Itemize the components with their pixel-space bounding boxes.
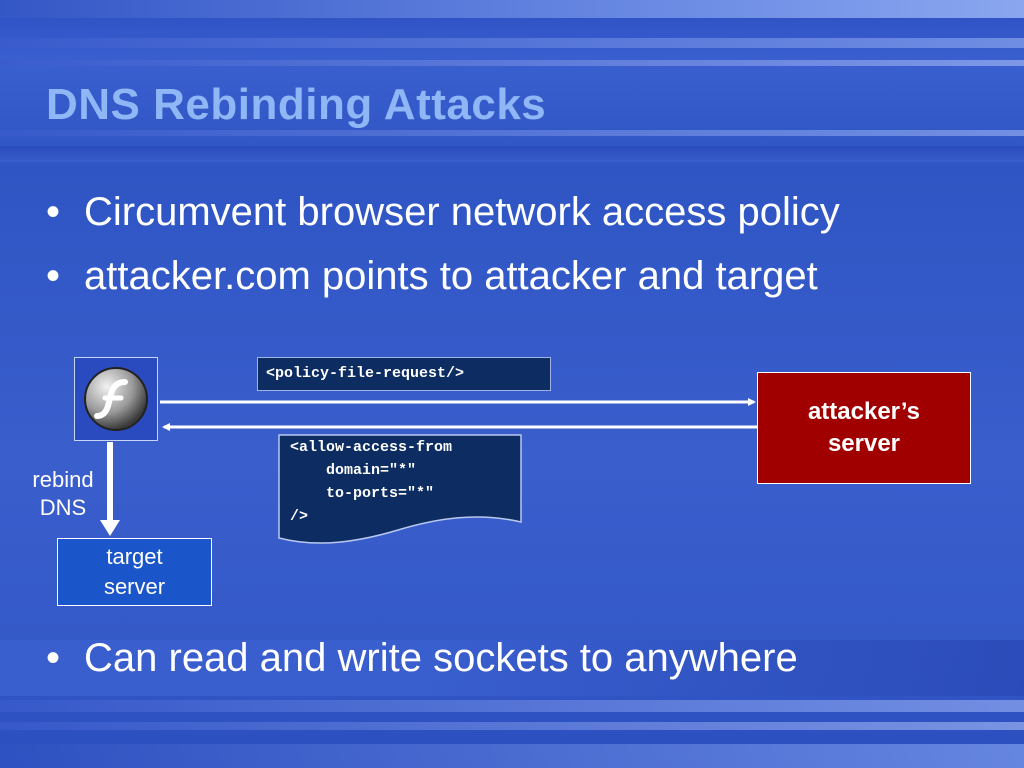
policy-response-document [278,434,522,544]
bullet-text: Can read and write sockets to anywhere [84,636,798,680]
policy-response-text: <allow-access-from domain="*" to-ports="… [290,436,452,528]
decor-band [0,722,1024,730]
code-line: domain="*" [290,462,417,479]
decor-band [0,0,1024,18]
bullet-text: Circumvent browser network access policy [84,190,840,234]
target-server-label: target [106,544,163,569]
bullet-item: • Can read and write sockets to anywhere [46,636,798,681]
target-server-box: target server [57,538,212,606]
rebind-label-line: DNS [39,495,87,520]
bullet-item: • attacker.com points to attacker and ta… [46,244,840,308]
rebind-label-line: rebind [32,467,94,492]
decor-band [0,60,1024,66]
decor-band [0,744,1024,768]
code-line: /> [290,508,309,525]
code-line: <allow-access-from [290,439,453,456]
decor-band [0,130,1024,136]
flash-player-icon [84,367,148,431]
bullet-glyph: • [46,636,61,680]
bullet-list: • Circumvent browser network access poli… [46,180,840,308]
slide-title: DNS Rebinding Attacks [46,80,547,129]
decor-band [0,146,1024,162]
decor-band [0,38,1024,48]
bullet-glyph: • [46,190,61,234]
code-line: to-ports="*" [290,485,435,502]
bullet-glyph: • [46,254,61,298]
bullet-text: attacker.com points to attacker and targ… [84,254,818,298]
attacker-server-label: server [827,430,901,457]
flash-client-box [74,357,158,441]
decor-band [0,700,1024,712]
target-server-label: server [103,574,166,599]
decor-band [0,640,1024,696]
attacker-server-box: attacker’s server [757,372,971,484]
policy-request-label: <policy-file-request/> [257,357,551,391]
attacker-server-label: attacker’s [807,398,921,425]
rebind-dns-label: rebind DNS [20,466,106,522]
rebind-arrowhead [100,520,120,536]
bullet-item: • Circumvent browser network access poli… [46,180,840,244]
